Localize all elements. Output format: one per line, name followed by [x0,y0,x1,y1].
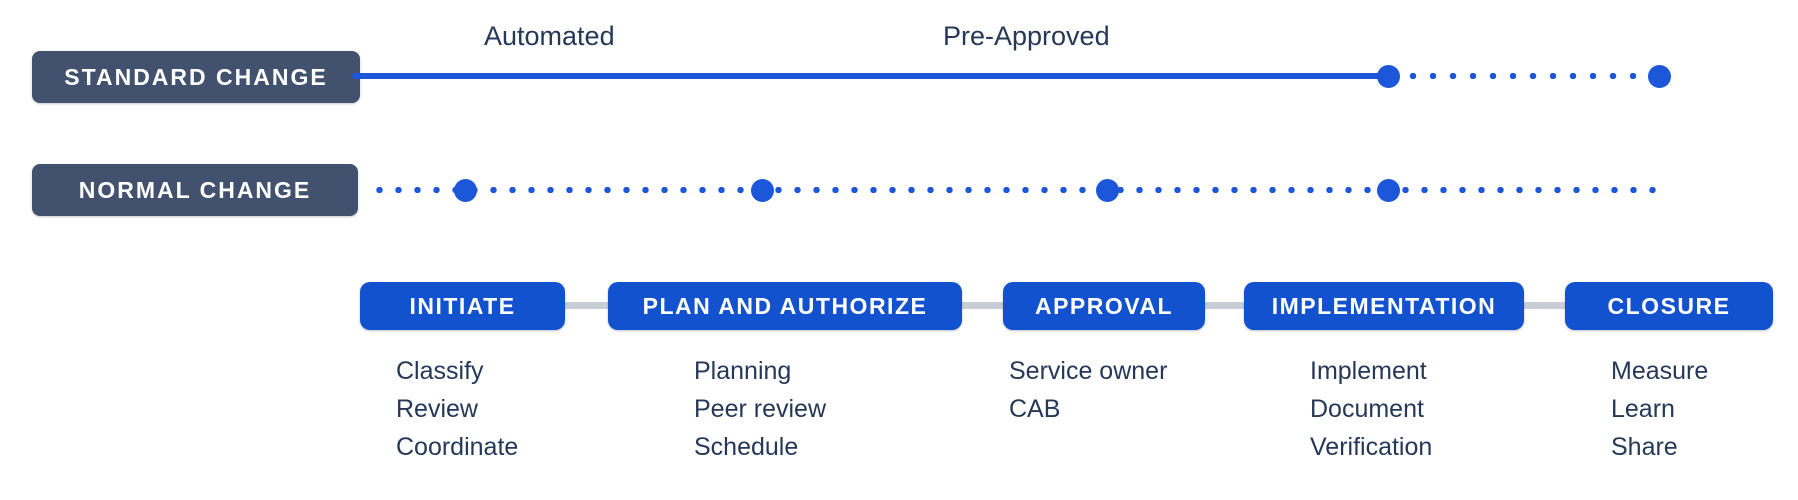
normal-marker-approval-dot [1096,179,1119,202]
stage-button-initiate: INITIATE [360,282,565,330]
list-item: Review [396,395,478,423]
list-item: Document [1310,395,1424,423]
list-item: Share [1611,433,1678,461]
stage-list-closure: Measure Learn Share [1611,352,1708,466]
list-item: Schedule [694,433,799,461]
normal-track-dotted-line [366,187,1668,193]
standard-track-dotted-line [1399,73,1649,79]
normal-change-badge: NORMAL CHANGE [32,164,358,216]
list-item: Coordinate [396,433,519,461]
list-item: Planning [694,357,792,385]
standard-track-solid-line [352,73,1390,79]
standard-marker-implementation-dot [1377,65,1400,88]
stage-button-implementation: IMPLEMENTATION [1244,282,1524,330]
list-item: Classify [396,357,484,385]
normal-marker-implementation-dot [1377,179,1400,202]
stage-button-plan-and-authorize: PLAN AND AUTHORIZE [608,282,962,330]
normal-marker-plan-dot [751,179,774,202]
stage-list-initiate: Classify Review Coordinate [396,352,518,466]
annotation-automated: Automated [484,21,615,51]
stage-list-implementation: Implement Document Verification [1310,352,1432,466]
list-item: CAB [1009,395,1061,423]
list-item: Verification [1310,433,1433,461]
list-item: Peer review [694,395,826,423]
stage-list-plan-and-authorize: Planning Peer review Schedule [694,352,826,466]
annotation-pre-approved: Pre-Approved [943,21,1110,51]
list-item: Implement [1310,357,1427,385]
stage-list-approval: Service owner CAB [1009,352,1167,428]
stage-button-closure: CLOSURE [1565,282,1773,330]
list-item: Learn [1611,395,1675,423]
list-item: Measure [1611,357,1709,385]
normal-marker-initiate-dot [454,179,477,202]
standard-marker-closure-dot [1648,65,1671,88]
standard-change-badge: STANDARD CHANGE [32,51,360,103]
stage-button-approval: APPROVAL [1003,282,1205,330]
list-item: Service owner [1009,357,1168,385]
